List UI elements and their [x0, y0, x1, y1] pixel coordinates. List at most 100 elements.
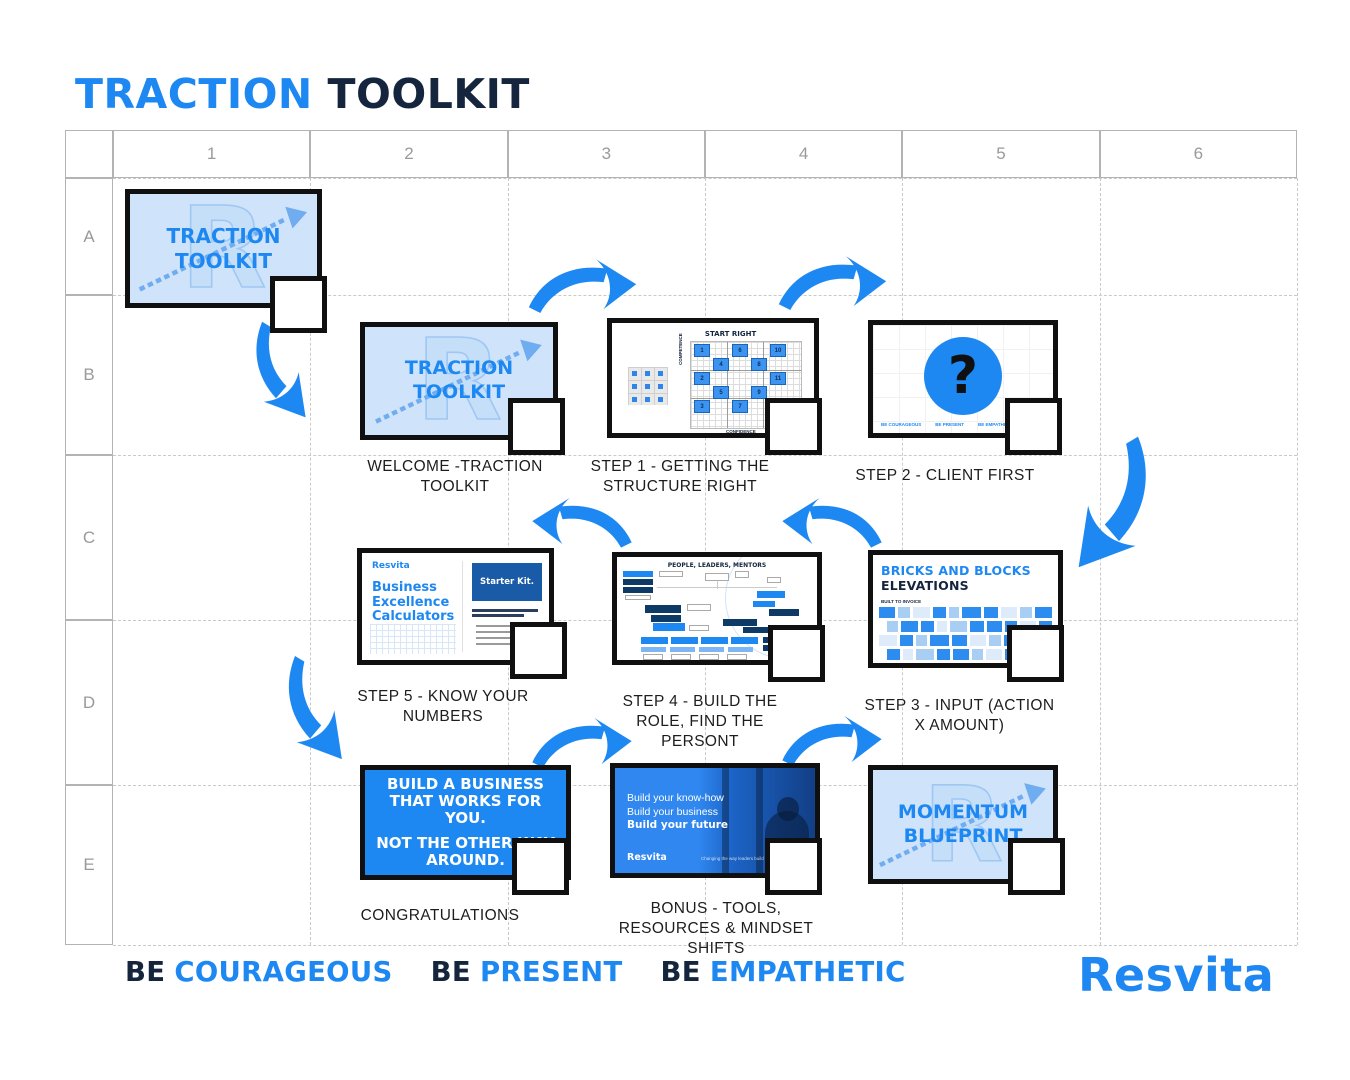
sticky-note-step1[interactable] — [765, 398, 822, 455]
org-box — [723, 619, 757, 626]
brick — [879, 607, 895, 618]
step1-chart-title: START RIGHT — [704, 330, 757, 338]
org-box — [757, 591, 785, 598]
brick — [983, 607, 999, 618]
brick — [929, 635, 949, 646]
mini-grid-dot — [645, 384, 650, 389]
sticky-note-step3[interactable] — [1007, 625, 1064, 682]
caption-welcome: WELCOME -TRACTION TOOLKIT — [367, 458, 543, 495]
caption-step3: STEP 3 - INPUT (ACTION X AMOUNT) — [864, 697, 1055, 734]
brick — [987, 621, 1003, 632]
org-box — [735, 571, 749, 578]
brick — [879, 635, 897, 646]
step1-cell-10: 10 — [770, 344, 786, 357]
dotted-growth-arrow-icon — [374, 339, 542, 424]
org-box — [689, 625, 709, 631]
slide-step3[interactable]: BRICKS AND BLOCKS ELEVATIONS BUILT TO IN… — [868, 550, 1063, 668]
mini-grid-dot — [632, 371, 637, 376]
org-box — [671, 654, 691, 660]
step1-cell-8: 8 — [751, 358, 767, 371]
step1-cell-11: 11 — [770, 372, 786, 385]
sticky-note-intro[interactable] — [270, 276, 327, 333]
grid-dashed-line — [1099, 178, 1101, 945]
step1-mini-grid — [628, 367, 668, 405]
org-box — [651, 615, 681, 622]
sticky-note-step5[interactable] — [510, 622, 567, 679]
slide-intro[interactable]: R TRACTION TOOLKIT — [125, 189, 322, 308]
step3-subtitle: BUILT TO INVOICE — [881, 599, 922, 604]
sticky-note-welcome[interactable] — [508, 398, 565, 455]
brick — [936, 649, 951, 660]
brick — [894, 663, 915, 668]
bonus-tagline: Changing the way leaders build the — [701, 856, 772, 861]
bonus-line3: Build your future — [627, 819, 729, 832]
brick — [916, 635, 927, 646]
brick — [949, 621, 968, 632]
sticky-note-congrats[interactable] — [512, 838, 569, 895]
photo-window-bar — [722, 768, 729, 873]
grid-column-header-1: 1 — [113, 130, 311, 178]
brick — [969, 635, 986, 646]
org-box — [699, 647, 724, 652]
org-box — [727, 654, 747, 660]
brick — [975, 663, 994, 668]
brick — [988, 635, 1002, 646]
caption-step4: STEP 4 - BUILD THE ROLE, FIND THE PERSON… — [622, 693, 778, 750]
slide-momentum[interactable]: R MOMENTUM BLUEPRINT — [868, 765, 1058, 884]
grid-dashed-line — [113, 945, 1297, 946]
brick — [902, 649, 913, 660]
brick — [915, 649, 934, 660]
brick — [959, 663, 973, 668]
brick — [920, 621, 934, 632]
sticky-note-bonus[interactable] — [765, 838, 822, 895]
org-box — [731, 637, 758, 644]
brick — [879, 663, 891, 668]
org-box — [670, 647, 695, 652]
grid-dashed-line — [113, 178, 1297, 179]
caption-bonus: BONUS - TOOLS, RESOURCES & MINDSET SHIFT… — [618, 900, 814, 957]
brick — [912, 607, 930, 618]
bonus-brand: Resvita — [627, 852, 667, 863]
org-box — [743, 627, 769, 633]
step1-cell-7: 7 — [732, 400, 748, 413]
step2-mini-label: BE PRESENT — [935, 422, 965, 427]
brick — [1034, 607, 1052, 618]
step2-mini-label: BE COURAGEOUS — [881, 422, 922, 427]
org-box — [671, 637, 698, 644]
caption-step2: STEP 2 - CLIENT FIRST — [855, 467, 1035, 484]
page-title-dark: TOOLKIT — [327, 70, 530, 118]
org-connector — [717, 579, 718, 589]
step1-y-axis-label: COMPETENCE — [678, 333, 683, 365]
org-box — [623, 587, 653, 593]
mini-grid-dot — [632, 397, 637, 402]
arrow-step1-to-step2 — [778, 256, 887, 310]
page-title-accent: TRACTION — [75, 70, 313, 118]
mini-grid-dot — [658, 371, 663, 376]
slide-step5[interactable]: Resvita Business Excellence Calculators … — [357, 548, 554, 665]
step5-bullet-line — [476, 643, 520, 645]
brick — [1020, 607, 1032, 618]
org-box — [641, 637, 668, 644]
org-box — [659, 571, 683, 577]
sticky-note-momentum[interactable] — [1008, 838, 1065, 895]
question-mark: ? — [947, 346, 979, 406]
brick — [901, 621, 918, 632]
step1-cell-6: 6 — [732, 344, 748, 357]
mini-grid-dot — [645, 371, 650, 376]
step2-values-strip: BE COURAGEOUS BE PRESENT BE EMPATHETIC — [881, 422, 1014, 427]
grid-dashed-line — [1297, 178, 1298, 945]
brick — [953, 649, 969, 660]
org-box — [623, 571, 653, 577]
step3-title-blue: BRICKS AND BLOCKS — [881, 563, 1031, 578]
step2-mini-label: BE EMPATHETIC — [978, 422, 1015, 427]
sticky-note-step4[interactable] — [768, 625, 825, 682]
caption-step1: STEP 1 - GETTING THE STRUCTURE RIGHT — [590, 458, 770, 495]
sticky-note-step2[interactable] — [1005, 398, 1062, 455]
brick — [918, 663, 935, 668]
brick — [986, 649, 1003, 660]
grid-column-header-3: 3 — [507, 130, 705, 178]
slide-step2[interactable]: ? BE COURAGEOUS BE PRESENT BE EMPATHETIC — [868, 320, 1058, 438]
dotted-growth-arrow-icon — [878, 783, 1046, 868]
